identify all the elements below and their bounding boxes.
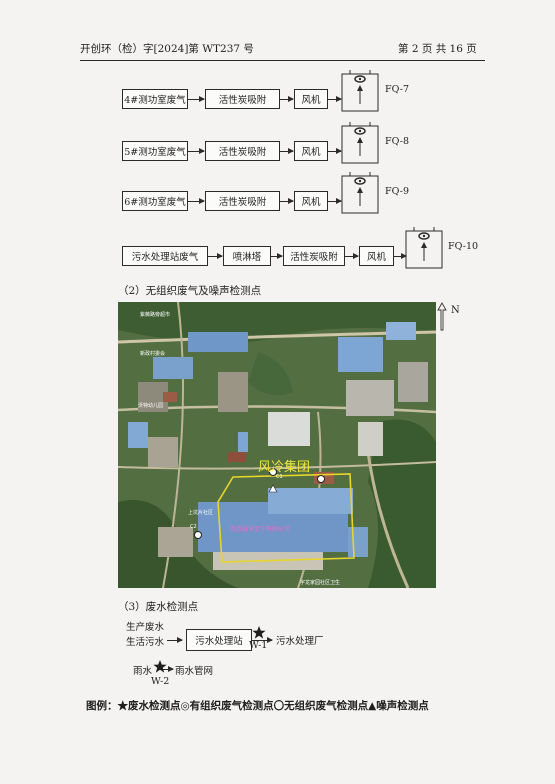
map-place-label: 上坑片社区 — [188, 510, 214, 516]
outlet-label: FQ-8 — [385, 136, 409, 147]
treatment-station: 污水处理站 — [186, 629, 252, 651]
flow-arrow — [188, 148, 205, 154]
flow-arrow — [394, 253, 407, 259]
outlet-label: FQ-10 — [448, 241, 479, 252]
map-place-label: 紫薇路旁超市 — [140, 312, 171, 318]
outlet-label: FQ-7 — [385, 84, 409, 95]
flow-fan: 风机 — [359, 246, 394, 266]
flow-treatment: 活性炭吸附 — [205, 191, 280, 211]
input-label: 生产废水 — [126, 622, 165, 633]
satellite-map: 风冷集团 紫薇路旁超市 新政村委会 沃特幼儿园 上坑片社区 宇龙家园社区卫生 C… — [118, 302, 436, 588]
map-point-label: C2 — [190, 524, 197, 530]
destination-label: 污水处理厂 — [276, 636, 324, 647]
outlet-label: FQ-9 — [385, 186, 409, 197]
flow-source: 5#测功室废气 — [122, 141, 188, 161]
map-place-label: 宇龙家园社区卫生 — [300, 580, 341, 586]
flow-arrow — [167, 637, 183, 643]
flow-treatment: 活性炭吸附 — [283, 246, 345, 266]
section-title: （2）无组织废气及噪声检测点 — [118, 285, 262, 297]
page-indicator: 第 2 页 共 16 页 — [398, 43, 477, 55]
exhaust-stack-icon — [341, 172, 379, 214]
flow-arrow — [328, 148, 342, 154]
flow-fan: 风机 — [294, 89, 328, 109]
flow-source: 污水处理站废气 — [122, 246, 208, 266]
report-number: 开创环（检）字[2024]第 WT237 号 — [80, 43, 254, 55]
exhaust-stack-icon — [341, 70, 379, 112]
input-label: 生活污水 — [126, 637, 165, 648]
flow-fan: 风机 — [294, 141, 328, 161]
flow-arrow — [188, 198, 205, 204]
flow-arrow — [280, 198, 294, 204]
map-imagery — [118, 302, 436, 588]
flow-fan: 风机 — [294, 191, 328, 211]
exhaust-stack-icon — [341, 122, 379, 164]
flow-arrow — [188, 96, 205, 102]
map-place-label: 沃特幼儿园 — [138, 403, 164, 409]
flow-arrow — [271, 253, 283, 259]
map-point-label: C1 — [276, 474, 283, 480]
flow-arrow — [163, 666, 174, 672]
flow-treatment: 活性炭吸附 — [205, 141, 280, 161]
map-factory-label: 南京威孚金宁有限公司 — [230, 526, 291, 533]
flow-treatment: 活性炭吸附 — [205, 89, 280, 109]
exhaust-stack-icon — [405, 227, 443, 269]
legend: 图例：★废水检测点◎有组织废气检测点〇无组织废气检测点▲噪声检测点 — [86, 700, 429, 712]
north-label: N — [451, 305, 460, 316]
flow-arrow — [328, 198, 342, 204]
wastewater-point-star-icon — [153, 660, 167, 673]
rain-input-label: 雨水 — [133, 666, 153, 677]
header-rule — [80, 60, 485, 61]
flow-arrow — [280, 96, 294, 102]
flow-source: 6#测功室废气 — [122, 191, 188, 211]
flow-arrow — [280, 148, 294, 154]
point-label: W-1 — [249, 640, 268, 651]
flow-arrow — [208, 253, 223, 259]
flow-arrow — [328, 96, 342, 102]
map-place-label: 新政村委会 — [140, 351, 166, 357]
map-main-label: 风冷集团 — [258, 460, 311, 475]
flow-arrow — [252, 637, 273, 643]
flow-scrubber: 喷淋塔 — [223, 246, 271, 266]
section-title: （3）废水检测点 — [118, 601, 199, 613]
point-label: W-2 — [151, 676, 170, 687]
rain-output-label: 雨水管网 — [175, 666, 214, 677]
flow-source: 4#测功室废气 — [122, 89, 188, 109]
north-arrow-icon — [437, 302, 447, 331]
wastewater-point-star-icon — [252, 626, 266, 639]
flow-arrow — [345, 253, 359, 259]
